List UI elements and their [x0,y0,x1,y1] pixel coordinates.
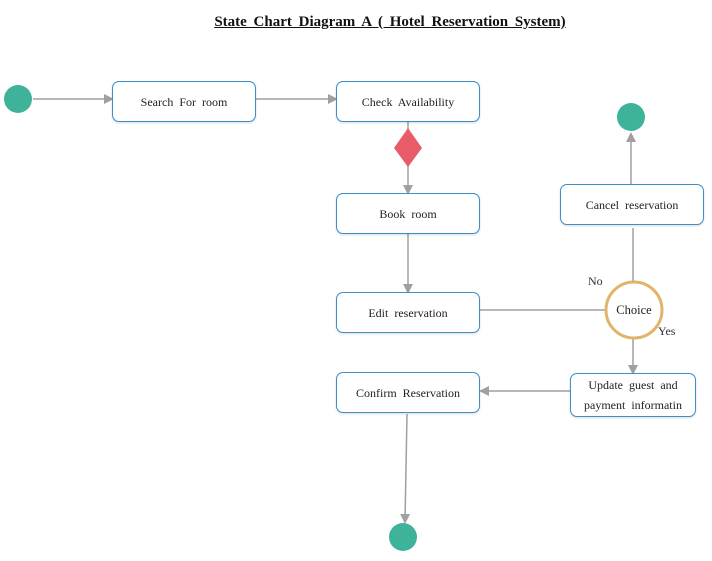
initial-state-node [4,85,32,113]
edge-label-no: No [588,274,603,288]
state-edit-reservation: Edit reservation [336,292,480,333]
decision-diamond [394,128,422,167]
state-confirm-reservation: Confirm Reservation [336,372,480,413]
final-state-node-confirm [389,523,417,551]
choice-node [604,280,664,340]
state-search-for-room: Search For room [112,81,256,122]
diagram-title: State Chart Diagram A ( Hotel Reservatio… [214,14,566,30]
state-update-guest-payment: Update guest and payment informatin [570,373,696,417]
edge-confirm-to-end [400,413,411,524]
state-cancel-reservation: Cancel reservation [560,184,704,225]
state-book-room: Book room [336,193,480,234]
final-state-node-cancel [617,103,645,131]
state-check-availability: Check Availability [336,81,480,122]
edge-label-yes: Yes [658,324,676,338]
choice-label: Choice [616,302,652,317]
